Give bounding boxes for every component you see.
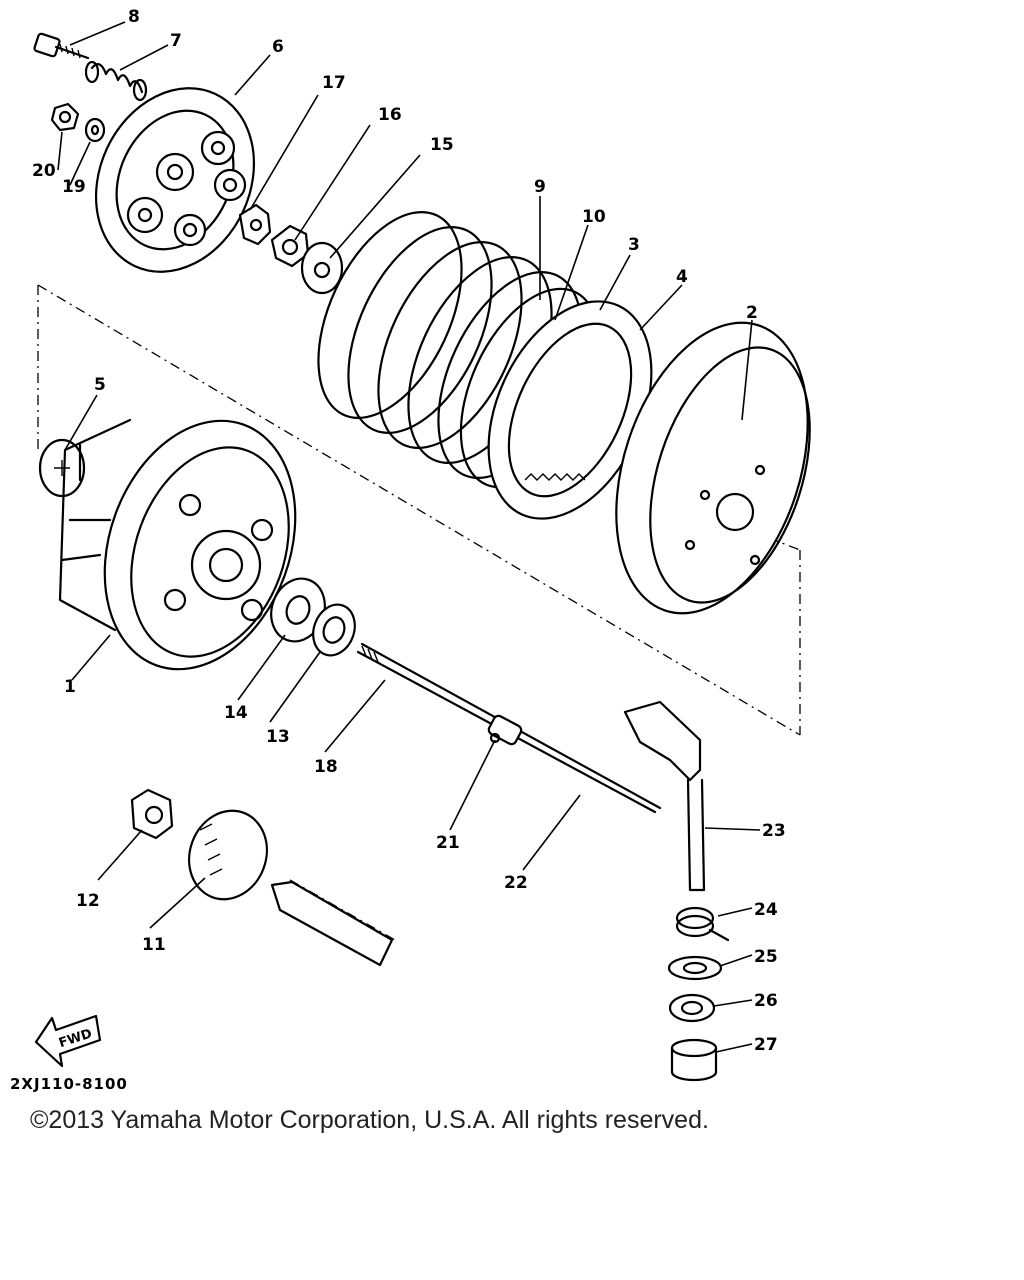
callout-2: 2 (746, 303, 758, 323)
clutch-exploded-diagram: FWD 8 7 6 17 16 15 (32, 7, 811, 1082)
callout-20: 20 (32, 161, 56, 181)
copyright-notice: ©2013 Yamaha Motor Corporation, U.S.A. A… (30, 1106, 709, 1134)
callout-14: 14 (224, 703, 248, 723)
callout-3: 3 (628, 235, 640, 255)
callout-19: 19 (62, 177, 86, 197)
bearing-27-part (670, 1038, 718, 1082)
callout-labels: 8 7 6 17 16 15 20 19 9 10 3 4 2 5 1 14 1… (32, 7, 786, 1055)
callout-11: 11 (142, 935, 166, 955)
thrust-washer-part (38, 438, 86, 498)
callout-9: 9 (534, 177, 546, 197)
callout-17: 17 (322, 73, 346, 93)
callout-leaders (57, 21, 761, 1053)
push-rod-part (356, 642, 662, 814)
callout-15: 15 (430, 135, 454, 155)
washer-25-part (667, 955, 723, 981)
clutch-housing-part (58, 418, 297, 671)
washer-part (84, 117, 106, 143)
callout-23: 23 (762, 821, 786, 841)
washer-14-part (270, 577, 326, 643)
spring-24-part (675, 906, 730, 942)
part-code-label: 2XJ110-8100 (10, 1075, 128, 1093)
callout-22: 22 (504, 873, 528, 893)
oil-seal-26-part (668, 993, 716, 1023)
callout-21: 21 (436, 833, 460, 853)
callout-25: 25 (754, 947, 778, 967)
callout-10: 10 (582, 207, 606, 227)
callout-27: 27 (754, 1035, 778, 1055)
pressure-plate-part (94, 87, 256, 273)
callout-13: 13 (266, 727, 290, 747)
callout-16: 16 (378, 105, 402, 125)
callout-7: 7 (170, 31, 182, 51)
clutch-boss-part (615, 321, 811, 615)
spacer-part (238, 203, 272, 246)
push-lever-part (623, 700, 706, 892)
bolt-part (33, 32, 90, 60)
spring-part (84, 60, 148, 102)
callout-18: 18 (314, 757, 338, 777)
callout-26: 26 (754, 991, 778, 1011)
fwd-arrow-icon: FWD (34, 1014, 102, 1068)
callout-5: 5 (94, 375, 106, 395)
primary-drive-gear-part (188, 809, 394, 967)
nut-part (50, 102, 80, 132)
washer-13-part (312, 603, 356, 657)
callout-8: 8 (128, 7, 140, 27)
callout-24: 24 (754, 900, 778, 920)
nut-12-part (130, 788, 174, 840)
callout-1: 1 (64, 677, 76, 697)
callout-4: 4 (676, 267, 688, 287)
callout-12: 12 (76, 891, 100, 911)
callout-6: 6 (272, 37, 284, 57)
